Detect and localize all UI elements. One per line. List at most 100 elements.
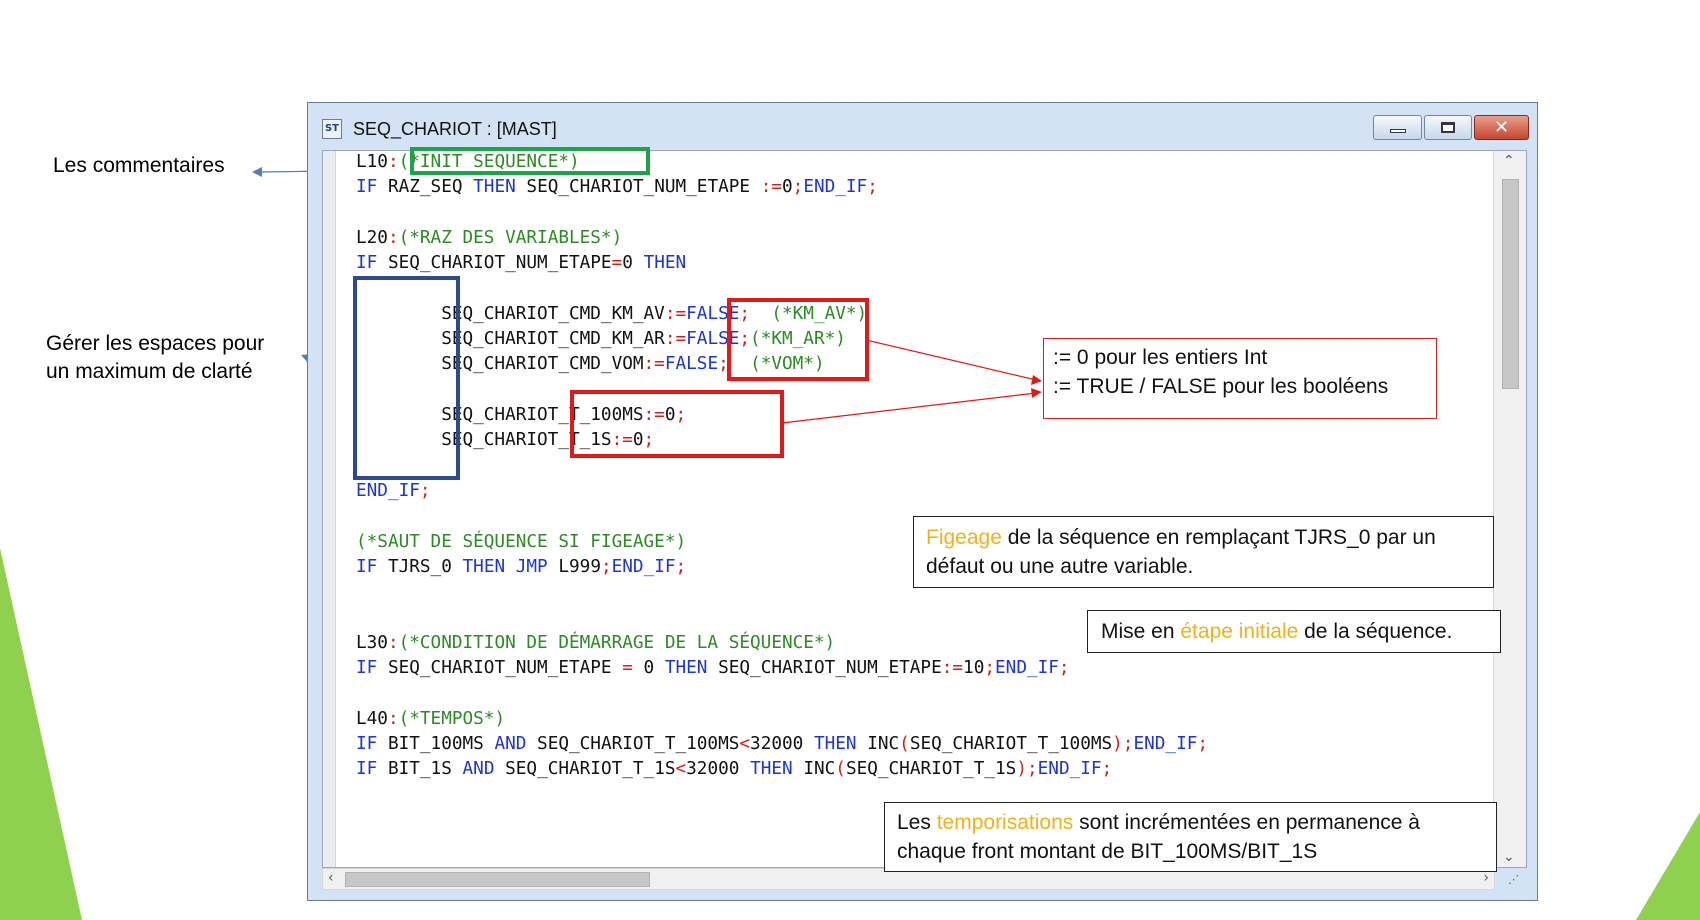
timer-highlight: temporisations [936, 811, 1074, 834]
scroll-left-icon[interactable]: ‹ [328, 870, 334, 886]
code-token: ); [1112, 733, 1134, 754]
code-token: ( [899, 733, 910, 754]
code-line[interactable]: IF RAZ_SEQ THEN SEQ_CHARIOT_NUM_ETAPE :=… [356, 176, 878, 198]
code-line[interactable]: IF TJRS_0 THEN JMP L999;END_IF; [356, 556, 686, 578]
maximize-button[interactable] [1424, 115, 1472, 140]
code-token: ; [643, 430, 655, 451]
code-line[interactable]: SEQ_CHARIOT_CMD_VOM:=FALSE; (*VOM*) [356, 353, 824, 375]
code-token: : [387, 708, 399, 729]
code-line[interactable]: IF SEQ_CHARIOT_NUM_ETAPE = 0 THEN SEQ_CH… [356, 657, 1070, 679]
code-token: ; [718, 354, 729, 375]
code-token: ); [1016, 759, 1038, 780]
code-token: IF [356, 556, 378, 577]
code-line[interactable]: IF SEQ_CHARIOT_NUM_ETAPE=0 THEN [356, 252, 686, 274]
vertical-scrollbar[interactable]: ⌃ ⌄ [1493, 151, 1526, 867]
code-token: AND [462, 759, 495, 780]
code-token: := [643, 405, 665, 425]
minimize-button[interactable] [1373, 115, 1422, 140]
spacing-label-line2: un maximum de clarté [46, 360, 253, 383]
code-token: SEQ_CHARIOT_NUM_ETAPE [515, 177, 761, 198]
code-token: THEN [643, 253, 687, 274]
code-line[interactable]: SEQ_CHARIOT_T_1S:=0; [356, 429, 654, 451]
code-token: BIT_1S [377, 759, 463, 780]
code-token: IF [356, 658, 378, 678]
code-token: L20 [356, 227, 388, 248]
code-line[interactable]: L20:(*RAZ DES VARIABLES*) [356, 227, 622, 249]
code-token: (*INIT SEQUENCE*) [398, 152, 580, 172]
code-token: SEQ_CHARIOT_T_100MS [909, 733, 1113, 754]
horizontal-scroll-thumb[interactable] [345, 872, 650, 887]
scroll-right-icon[interactable]: › [1483, 870, 1489, 886]
code-line[interactable]: IF BIT_100MS AND SEQ_CHARIOT_T_100MS<320… [356, 733, 1208, 755]
vertical-scroll-thumb[interactable] [1502, 179, 1519, 389]
code-token: INC [792, 759, 836, 780]
code-line[interactable]: L40:(*TEMPOS*) [356, 708, 505, 730]
freeze-text-line1: de la séquence en remplaçant TJRS_0 par … [1001, 526, 1436, 549]
spacing-label-line1: Gérer les espaces pour [46, 332, 265, 355]
code-token: ; [675, 556, 687, 577]
comment-highlight-box [410, 147, 650, 175]
assignment-line1: := 0 pour les entiers Int [1053, 346, 1268, 369]
code-token: 0 [632, 430, 644, 451]
initial-prefix: Mise en [1101, 620, 1181, 643]
code-line[interactable]: SEQ_CHARIOT_CMD_KM_AR:=FALSE;(*KM_AR*) [356, 328, 846, 350]
code-token: := [611, 430, 633, 451]
window-titlebar[interactable]: ST SEQ_CHARIOT : [MAST] ✕ [308, 103, 1537, 140]
code-token: < [675, 759, 687, 780]
code-token: L30 [356, 632, 388, 653]
code-token: := [760, 177, 782, 198]
code-token: (*CONDITION DE DÉMARRAGE DE LA SÉQUENCE*… [398, 632, 836, 653]
code-token: := [664, 303, 687, 324]
resize-grip-icon[interactable]: ⋰ [1508, 873, 1519, 886]
initial-suffix: de la séquence. [1298, 620, 1453, 643]
code-token: SEQ_CHARIOT_T_100MS [526, 733, 740, 754]
boolean-assign-highlight-box [727, 298, 869, 381]
timer-text-line1: sont incrémentées en permanence à [1073, 811, 1420, 834]
scroll-up-icon[interactable]: ⌃ [1503, 153, 1515, 169]
code-token: FALSE [686, 329, 740, 350]
code-line[interactable]: SEQ_CHARIOT_CMD_KM_AV:=FALSE; (*KM_AV*) [356, 303, 867, 325]
code-token: ; [675, 405, 687, 425]
st-file-icon: ST [322, 119, 342, 139]
close-icon: ✕ [1493, 117, 1510, 138]
code-token: L40 [356, 708, 388, 729]
initial-step-callout: Mise en étape initiale de la séquence. [1087, 610, 1501, 653]
code-line[interactable]: (*SAUT DE SÉQUENCE SI FIGEAGE*) [356, 531, 686, 553]
code-token: SEQ_CHARIOT_CMD_KM_AV [356, 303, 665, 324]
code-token: L10 [356, 152, 388, 172]
code-token: := [941, 658, 964, 678]
code-token: 32000 [686, 759, 751, 780]
timer-prefix: Les [897, 811, 937, 834]
boolean-arrow [865, 339, 1037, 381]
code-token: FALSE [686, 303, 740, 324]
code-token: ; [867, 177, 878, 198]
int-arrow [781, 392, 1037, 424]
scroll-down-icon[interactable]: ⌄ [1503, 849, 1515, 865]
code-line[interactable]: SEQ_CHARIOT_T_100MS:=0; [356, 404, 686, 426]
code-token: ; [1058, 658, 1070, 678]
code-line[interactable]: L10:(*INIT SEQUENCE*) [356, 151, 580, 173]
code-token: 32000 [750, 733, 814, 754]
code-token: ; [739, 303, 751, 324]
code-token: THEN [473, 177, 516, 198]
code-token: BIT_100MS [377, 733, 495, 754]
code-token: ; [1197, 733, 1209, 754]
code-token: ; [419, 480, 431, 501]
code-token: (*KM_AV*) [771, 303, 868, 324]
code-token: SEQ_CHARIOT_CMD_KM_AR [356, 329, 665, 350]
code-token: : [387, 152, 399, 172]
code-token: AND [494, 733, 527, 754]
code-line[interactable]: END_IF; [356, 480, 431, 502]
code-token: IF [356, 177, 378, 198]
code-line[interactable]: L30:(*CONDITION DE DÉMARRAGE DE LA SÉQUE… [356, 632, 835, 654]
timer-text-line2: chaque front montant de BIT_100MS/BIT_1S [897, 840, 1318, 863]
int-arrowhead [1031, 388, 1042, 398]
code-token: FALSE [664, 354, 719, 375]
code-editor[interactable]: L10:(*INIT SEQUENCE*)IF RAZ_SEQ THEN SEQ… [322, 150, 1527, 868]
indent-highlight-box [353, 276, 460, 480]
code-token: IF [356, 253, 378, 274]
code-line[interactable]: IF BIT_1S AND SEQ_CHARIOT_T_1S<32000 THE… [356, 758, 1112, 780]
freeze-text-line2: défaut ou une autre variable. [926, 555, 1194, 578]
close-button[interactable]: ✕ [1474, 115, 1529, 140]
